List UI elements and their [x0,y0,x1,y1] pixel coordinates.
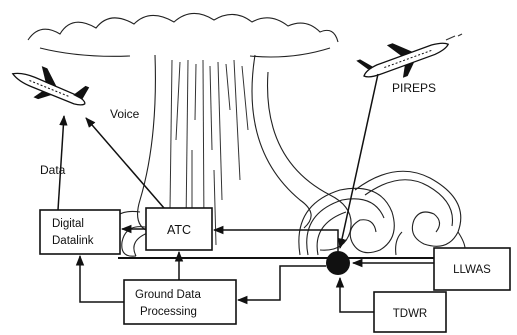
airplane-left-icon [11,66,90,106]
outflow-vortices [298,170,466,259]
storm-cloud [27,12,339,58]
digital-datalink-line1: Digital [52,218,84,230]
label-voice: Voice [110,107,140,121]
label-pireps: PIREPS [392,81,436,95]
tdwr-box: TDWR [373,291,447,333]
atc-label: ATC [167,223,191,237]
speed-mark [445,33,463,41]
atc-box: ATC [145,207,213,251]
digital-datalink-box: Digital Datalink [39,209,121,255]
digital-datalink-line2: Datalink [52,235,94,247]
airplane-right-icon [356,42,450,78]
microburst-downdraft [133,54,352,257]
ground-data-processing-line2: Processing [140,306,197,318]
llwas-label: LLWAS [453,264,491,276]
ground-data-processing-line1: Ground Data [135,289,201,301]
connection-lines [57,73,434,313]
llwas-box: LLWAS [433,247,511,291]
label-data: Data [40,163,66,177]
data-junction-node [326,251,350,275]
ground-data-processing-box: Ground Data Processing [123,279,237,325]
tdwr-label: TDWR [393,308,428,320]
